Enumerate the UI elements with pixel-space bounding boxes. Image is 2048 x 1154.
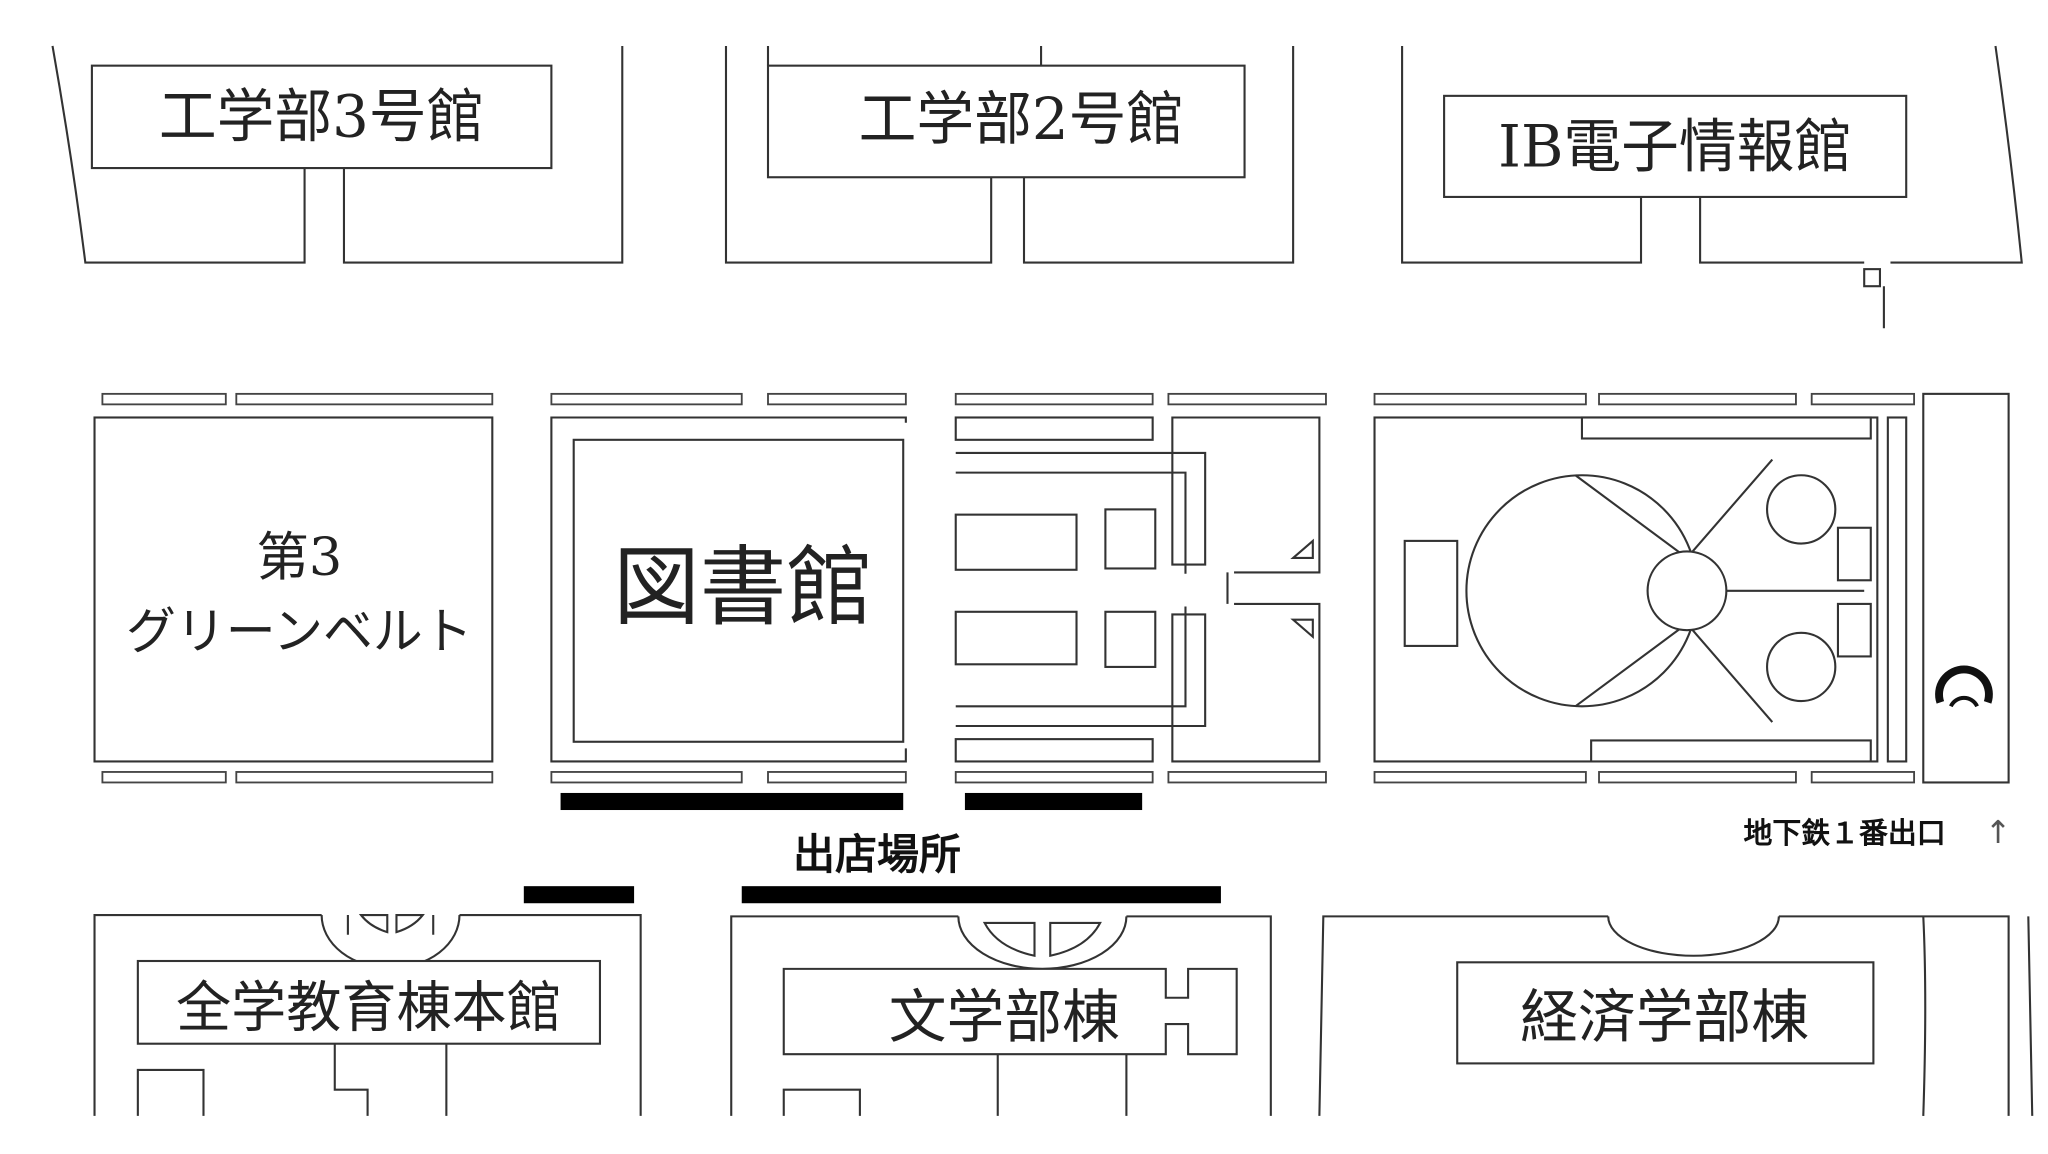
subway-exit-label: 地下鉄１番出口 bbox=[1743, 816, 1945, 850]
shop-bar-garden bbox=[964, 792, 1143, 811]
up-arrow-icon: ↑ bbox=[1985, 815, 2011, 851]
shop-location-label: 出店場所 bbox=[793, 830, 961, 879]
building-economics bbox=[1456, 961, 1875, 1065]
building-general-ed bbox=[136, 959, 602, 1045]
block-green-belt: 第3 グリーンベルト bbox=[93, 392, 494, 784]
block-letters: 文学部棟 bbox=[730, 915, 1272, 1116]
green-belt-area bbox=[93, 416, 494, 763]
label-eng2: 工学部2号館 bbox=[859, 85, 1185, 153]
block-eng2: 工学部2号館 bbox=[724, 45, 1295, 264]
building-eng3 bbox=[90, 64, 553, 170]
subway-strip bbox=[1922, 392, 2010, 784]
label-green-belt-2: グリーンベルト bbox=[126, 603, 473, 661]
label-letters: 文学部棟 bbox=[889, 983, 1120, 1051]
subway-symbol-icon bbox=[1935, 665, 1993, 708]
label-general-ed: 全学教育棟本館 bbox=[176, 977, 562, 1041]
block-economics: 経済学部棟 bbox=[1318, 915, 2034, 1116]
label-eng3: 工学部3号館 bbox=[159, 83, 485, 151]
building-eng2 bbox=[766, 64, 1246, 179]
label-ib: IB電子情報館 bbox=[1498, 113, 1852, 181]
shop-location-markers bbox=[523, 792, 1221, 904]
building-ib bbox=[1443, 94, 1908, 198]
shop-bar-library bbox=[560, 792, 904, 811]
block-library: 図書館 bbox=[550, 392, 907, 784]
building-library bbox=[572, 438, 905, 743]
label-library: 図書館 bbox=[613, 538, 873, 638]
label-green-belt-1: 第3 bbox=[256, 527, 342, 588]
block-garden-1 bbox=[954, 392, 1327, 784]
label-economics: 経済学部棟 bbox=[1520, 983, 1809, 1051]
shop-bar-general-ed bbox=[523, 886, 635, 904]
block-ib: IB電子情報館 bbox=[1401, 45, 2023, 329]
shop-bar-letters bbox=[741, 886, 1221, 904]
building-letters bbox=[782, 967, 1238, 1056]
block-garden-2 bbox=[1373, 392, 2010, 784]
block-general-ed: 全学教育棟本館 bbox=[93, 914, 642, 1116]
block-eng3: 工学部3号館 bbox=[51, 45, 624, 264]
